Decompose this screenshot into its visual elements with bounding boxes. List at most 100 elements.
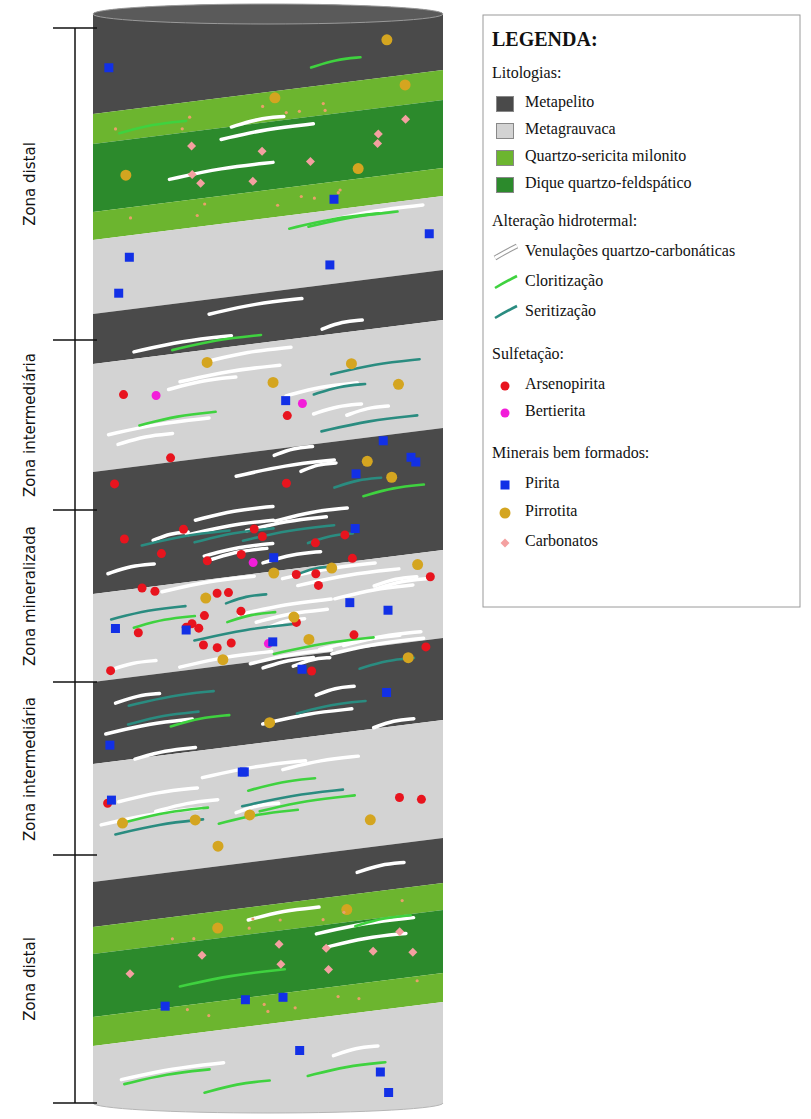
- alteration-vein: [180, 969, 285, 986]
- mineral-grain: [421, 642, 430, 651]
- mineral-grain: [268, 637, 277, 646]
- bracket-line: [74, 28, 76, 1103]
- mineral-grain: [188, 116, 191, 119]
- mineral-grain: [120, 534, 129, 543]
- mineral-grain: [379, 436, 388, 445]
- bracket-tick: [53, 339, 97, 341]
- mineral-grain: [369, 947, 378, 956]
- alteration-vein: [248, 907, 319, 920]
- rock-layer: [93, 1002, 443, 1119]
- alteration-vein: [242, 790, 343, 807]
- alteration-vein: [333, 1046, 378, 1056]
- rock-layer: [93, 428, 443, 594]
- mineral-grain: [346, 358, 357, 369]
- alteration-vein: [139, 412, 215, 426]
- mineral-grain: [187, 141, 196, 150]
- mineral-grain: [190, 814, 201, 825]
- alteration-vein: [111, 606, 185, 619]
- mineral-grain: [283, 411, 292, 420]
- alteration-vein: [227, 612, 275, 622]
- mineral-grain: [330, 195, 339, 204]
- mineral-grain: [110, 479, 119, 488]
- alteration-vein: [334, 478, 381, 488]
- mineral-grain: [281, 396, 290, 405]
- zone-label: Zona intermediária: [21, 350, 39, 500]
- mineral-grain: [401, 899, 404, 902]
- mineral-grain: [248, 927, 251, 930]
- mineral-grain: [393, 379, 404, 390]
- mineral-sample: [501, 539, 510, 548]
- legend-swatch: [496, 177, 514, 193]
- alteration-vein: [106, 719, 193, 734]
- mineral-grain: [425, 229, 434, 238]
- mineral-grain: [200, 593, 211, 604]
- mineral-grain: [382, 688, 391, 697]
- mineral-grain: [171, 937, 174, 940]
- alteration-vein: [308, 212, 397, 227]
- mineral-grain: [150, 587, 159, 596]
- mineral-grain: [107, 796, 116, 805]
- alteration-vein: [274, 637, 374, 654]
- bracket-tick: [53, 854, 97, 856]
- alteration-vein: [325, 933, 406, 947]
- alteration-vein: [128, 712, 198, 725]
- mineral-grain: [401, 115, 410, 124]
- alteration-vein: [335, 585, 413, 599]
- alteration-vein: [134, 336, 231, 352]
- legend-heading: Litologias:: [492, 64, 561, 82]
- mineral-grain: [268, 568, 279, 579]
- alteration-vein: [248, 778, 315, 790]
- mineral-grain: [186, 1008, 189, 1011]
- alteration-vein: [209, 299, 302, 315]
- mineral-grain: [351, 524, 360, 533]
- mineral-grain: [250, 524, 259, 533]
- mineral-grain: [217, 654, 228, 665]
- alteration-vein: [194, 624, 295, 641]
- mineral-grain: [406, 453, 415, 462]
- mineral-grain: [134, 628, 143, 637]
- mineral-grain: [325, 260, 334, 269]
- alteration-vein: [363, 485, 424, 497]
- alteration-vein: [195, 528, 274, 542]
- mineral-grain: [279, 918, 282, 921]
- alteration-vein: [321, 415, 417, 431]
- mineral-grain: [395, 927, 404, 936]
- mineral-grain: [213, 643, 222, 652]
- mineral-grain: [182, 626, 191, 635]
- alteration-vein: [202, 761, 305, 778]
- mineral-grain: [276, 960, 285, 969]
- legend-text: Pirita: [525, 474, 560, 492]
- mineral-sample: [501, 382, 510, 391]
- mineral-grain: [353, 163, 364, 174]
- mineral-grain: [341, 904, 352, 915]
- zone-label: Zona intermediária: [21, 694, 39, 844]
- legend-text: Pirrotita: [525, 502, 577, 520]
- alteration-vein: [289, 213, 379, 228]
- mineral-grain: [348, 554, 357, 563]
- legend-heading: LEGENDA:: [492, 28, 598, 51]
- mineral-grain: [292, 570, 301, 579]
- mineral-grain: [104, 63, 113, 72]
- mineral-grain: [339, 188, 342, 191]
- alteration-vein: [322, 320, 362, 329]
- alteration-vein: [357, 862, 404, 872]
- mineral-grain: [258, 147, 267, 156]
- mineral-grain: [324, 965, 333, 974]
- core-top-cap: [93, 4, 443, 24]
- mineral-grain: [400, 79, 411, 90]
- mineral-grain: [194, 624, 203, 633]
- mineral-grain: [278, 993, 287, 1002]
- mineral-grain: [117, 818, 128, 829]
- mineral-grain: [120, 170, 131, 181]
- alteration-vein: [119, 788, 198, 802]
- vein-sample: [495, 246, 517, 258]
- mineral-grain: [403, 652, 414, 663]
- alteration-vein: [236, 460, 334, 476]
- legend-text: Carbonatos: [525, 532, 598, 550]
- legend-symbol: [493, 502, 519, 522]
- alteration-vein: [355, 915, 410, 926]
- mineral-grain: [352, 469, 361, 478]
- mineral-grain: [349, 630, 358, 639]
- mineral-grain: [188, 170, 197, 179]
